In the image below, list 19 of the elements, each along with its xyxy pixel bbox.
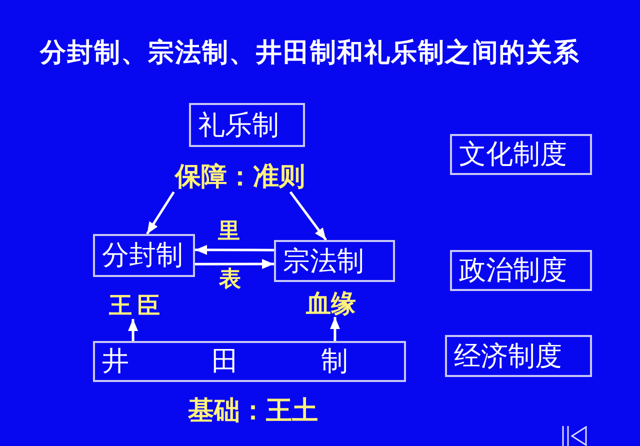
system-box: 宗法制	[274, 240, 395, 282]
relation-label: 保障：准则	[168, 162, 312, 192]
system-box: 井田制	[93, 341, 406, 382]
arrow	[289, 191, 328, 241]
arrow	[330, 317, 340, 341]
system-box: 分封制	[93, 234, 195, 277]
caption-label: 基础：王土	[187, 396, 319, 426]
relation-label: 血缘	[300, 290, 362, 317]
edge-label: 表	[218, 268, 242, 292]
arrow	[128, 319, 138, 341]
system-box: 经济制度	[445, 335, 592, 377]
system-box: 文化制度	[450, 134, 592, 175]
arrow	[146, 191, 175, 235]
system-box: 政治制度	[450, 250, 592, 291]
relation-label: 王臣	[106, 293, 168, 319]
arrow	[195, 258, 274, 269]
arrow	[195, 244, 274, 255]
system-box: 礼乐制	[189, 103, 305, 147]
title: 分封制、宗法制、井田制和礼乐制之间的关系	[40, 40, 580, 66]
